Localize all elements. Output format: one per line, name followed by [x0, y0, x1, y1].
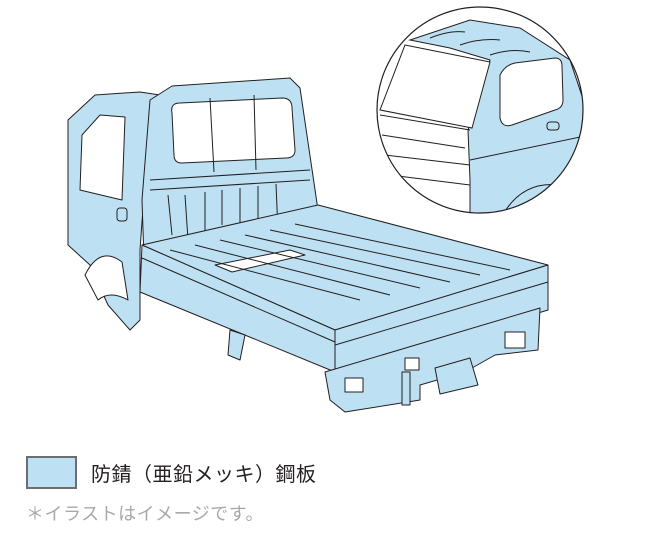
- rear-gate: [334, 264, 549, 376]
- legend-label: 防錆（亜鉛メッキ）鋼板: [91, 462, 317, 486]
- detail-inset: [377, 7, 583, 213]
- legend: 防錆（亜鉛メッキ）鋼板: [26, 456, 317, 489]
- legend-swatch: [26, 456, 77, 489]
- truck-illustration: [67, 6, 584, 413]
- illustration-note: ＊イラストはイメージです。: [26, 504, 264, 525]
